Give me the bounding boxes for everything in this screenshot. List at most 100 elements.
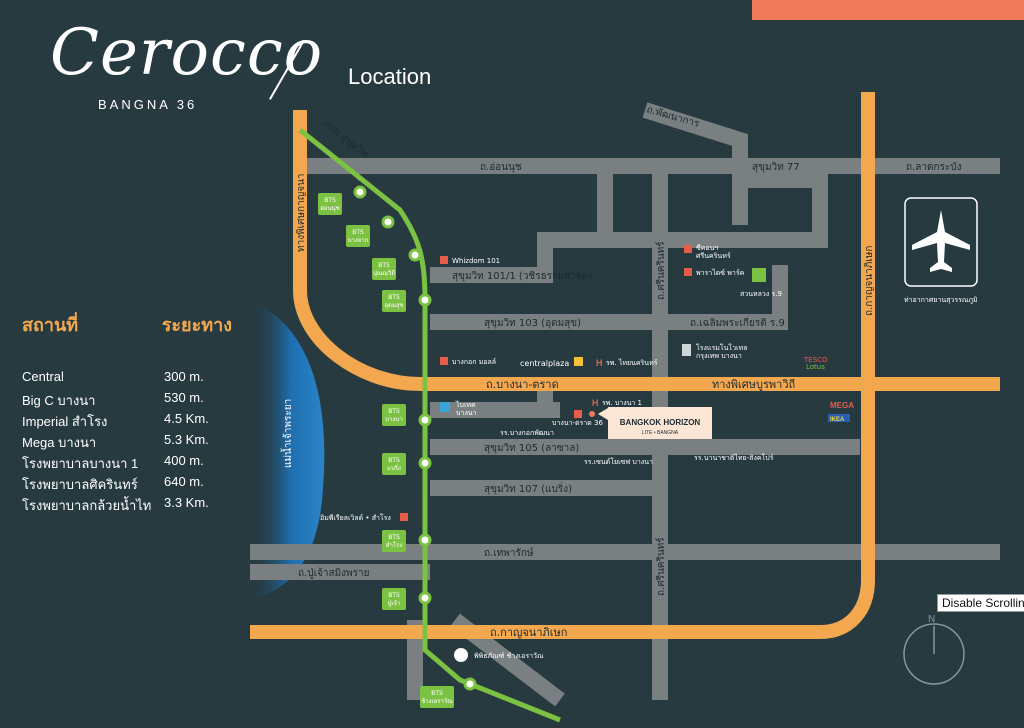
- road-label-srinakarin-bottom: ถ.ศรีนครินทร์: [655, 537, 667, 596]
- distance-row: โรงพยาบาลกล้วยน้ำไท 3.3 Km.: [22, 495, 232, 516]
- expressway-kanchanaphisek: [250, 92, 875, 639]
- road-label-107: สุขุมวิท 107 (แบริ่ง): [484, 481, 572, 495]
- poi-bitec-2: บางนา: [456, 409, 477, 417]
- road-label-kanchanaphisek-left: ทางพิเศษกาญจนา: [296, 173, 307, 252]
- airport-icon: [904, 197, 978, 287]
- bts-label-2: BTS: [352, 229, 364, 236]
- page-title: Location: [348, 64, 432, 89]
- road-label-on-nut: ถ.อ่อนนุช: [480, 162, 522, 173]
- poi-ikea: IKEA: [830, 417, 845, 423]
- bts-label-1: BTS: [324, 197, 336, 204]
- bitec-icon: [440, 402, 450, 412]
- bts-label-7: BTS: [388, 534, 400, 541]
- road-label-kanchanaphisek-right: ถ.กาญจนาภิเษก: [864, 246, 875, 316]
- road-label-thepharak: ถ.เทพารักษ์: [484, 547, 534, 559]
- poi-central: centralplaza: [520, 359, 569, 368]
- bts-label-3-name: ปุณณวิถี: [373, 269, 395, 277]
- place-name: โรงพยาบาลบางนา 1: [22, 456, 139, 471]
- road-101-1: [430, 172, 828, 283]
- road-phatthanakan: [642, 102, 748, 166]
- place-distance: 400 m.: [164, 453, 204, 468]
- bts-label-3: BTS: [378, 262, 390, 269]
- road-label-srinakarin-top: ถ.ศรีนครินทร์: [655, 241, 667, 300]
- bts-label-9-name: ช้างเอราวัณ: [421, 698, 453, 705]
- distance-row: โรงพยาบาลบางนา 1 400 m.: [22, 453, 232, 474]
- road-label-sukhumvit77: สุขุมวิท 77: [752, 162, 800, 173]
- svg-text:H: H: [596, 358, 603, 368]
- poi-tesco-1: TESCO: [803, 356, 828, 364]
- river-label: แม่น้ำเจ้าพระยา: [280, 399, 294, 468]
- road-103: [430, 265, 788, 330]
- project-marker: [574, 410, 582, 418]
- place-name: โรงพยาบาลศิครินทร์: [22, 477, 138, 492]
- place-name: Mega บางนา: [22, 435, 97, 450]
- distance-table: สถานที่ ระยะทาง Central 300 m. Big C บางน…: [22, 310, 232, 516]
- bts-label-4-name: อุดมสุข: [384, 302, 403, 309]
- bangkok-mall-icon: [440, 357, 448, 365]
- bts-boxes: [318, 193, 454, 708]
- road-label-101-1: สุขุมวิท 101/1 (วชิรธรรมสาธิต): [452, 271, 592, 282]
- bts-label-8: BTS: [388, 592, 400, 599]
- place-name: Central: [22, 369, 64, 384]
- whizdom-icon: [440, 256, 448, 264]
- bts-label-5: BTS: [388, 408, 400, 415]
- road-label-105: สุขุมวิท 105 (ลาซาล): [484, 443, 579, 454]
- place-name: โรงพยาบาลกล้วยน้ำไท: [22, 498, 152, 513]
- header-place: สถานที่: [22, 315, 79, 336]
- expressway-burapha: [293, 110, 1000, 391]
- distance-row: โรงพยาบาลศิครินทร์ 640 m.: [22, 474, 232, 495]
- road-label-bangna-trad: ถ.บางนา-ตราด: [486, 378, 559, 391]
- place-distance: 530 m.: [164, 390, 204, 405]
- poi-seacon-2: ศรีนครินทร์: [696, 252, 731, 260]
- project-sub: LITE • BANGNA: [642, 430, 679, 436]
- museum-icon: [454, 648, 468, 662]
- poi-mega: MEGA: [830, 401, 854, 410]
- poi-bangna-hospital: รพ. บางนา 1: [602, 399, 642, 407]
- seacon-icon: [684, 245, 692, 253]
- place-name: Imperial สำโรง: [22, 414, 108, 429]
- place-distance: 3.3 Km.: [164, 495, 209, 510]
- bts-label-5-name: บางนา: [385, 416, 403, 423]
- road-label-chaloem: ถ.เฉลิมพระเกียรติ ร.9: [690, 317, 785, 329]
- poi-whizdom: Whizdom 101: [452, 257, 500, 265]
- bts-label-7-name: สำโรง: [386, 541, 402, 549]
- place-name: Big C บางนา: [22, 393, 96, 408]
- brand-logo: Cerocco: [50, 16, 324, 90]
- paradise-icon: [684, 268, 692, 276]
- poi-thainakarin: รพ. ไทยนครินทร์: [606, 358, 658, 367]
- poi-imperial: อิมพีเรียลเวิลด์ • สำโรง: [320, 513, 391, 522]
- poi-museum: พิพิธภัณฑ์ ช้างเอราวัณ: [474, 652, 544, 660]
- place-distance: 300 m.: [164, 369, 204, 384]
- project-name: BANGKOK HORIZON: [620, 418, 701, 427]
- poi-project-small: บางนา-ตราด 36: [552, 419, 603, 427]
- compass-n: N: [928, 614, 935, 625]
- poi-tesco-2: Lotus: [806, 363, 825, 371]
- distance-row: Big C บางนา 530 m.: [22, 390, 232, 411]
- poi-seacon: ซีคอนฯ: [696, 244, 718, 252]
- bts-label-9: BTS: [431, 690, 443, 697]
- place-distance: 640 m.: [164, 474, 204, 489]
- bts-label-6: BTS: [388, 457, 400, 464]
- poi-bangkok-mall: บางกอก มอลล์: [452, 358, 496, 366]
- bts-label-2-name: บางจาก: [348, 237, 369, 244]
- road-label-lat-krabang: ถ.ลาดกระบัง: [906, 162, 962, 173]
- disable-scrolling-tooltip[interactable]: Disable Scrolling: [937, 594, 1024, 612]
- poi-bitec-1: ไบเทค: [455, 400, 476, 409]
- road-label-burapha: ทางพิเศษบูรพาวิถี: [712, 378, 795, 391]
- poi-paradise: พาราไดซ์ พาร์ค: [696, 268, 745, 277]
- bts-label-1-name: อ่อนนุช: [320, 205, 339, 212]
- header-distance: ระยะทาง: [161, 315, 232, 336]
- road-label-pu-chao: ถ.ปู่เจ้าสมิงพราย: [298, 567, 370, 579]
- hotel-icon: [682, 344, 691, 356]
- imperial-icon: [400, 513, 408, 521]
- poi-hotel-2: กรุงเทพ บางนา: [696, 352, 742, 360]
- poi-hotel-1: โรงแรมโนโวเทล: [696, 343, 747, 352]
- road-label-103: สุขุมวิท 103 (อุดมสุข): [484, 318, 581, 329]
- big-c-icon: [574, 357, 583, 366]
- expressways: [250, 92, 1000, 639]
- distance-table-header: สถานที่ ระยะทาง: [22, 310, 232, 339]
- poi-school-3: รร.นานาชาติไทย-สิงคโปร์: [694, 453, 774, 462]
- bts-label-6-name: แบริ่ง: [387, 464, 401, 472]
